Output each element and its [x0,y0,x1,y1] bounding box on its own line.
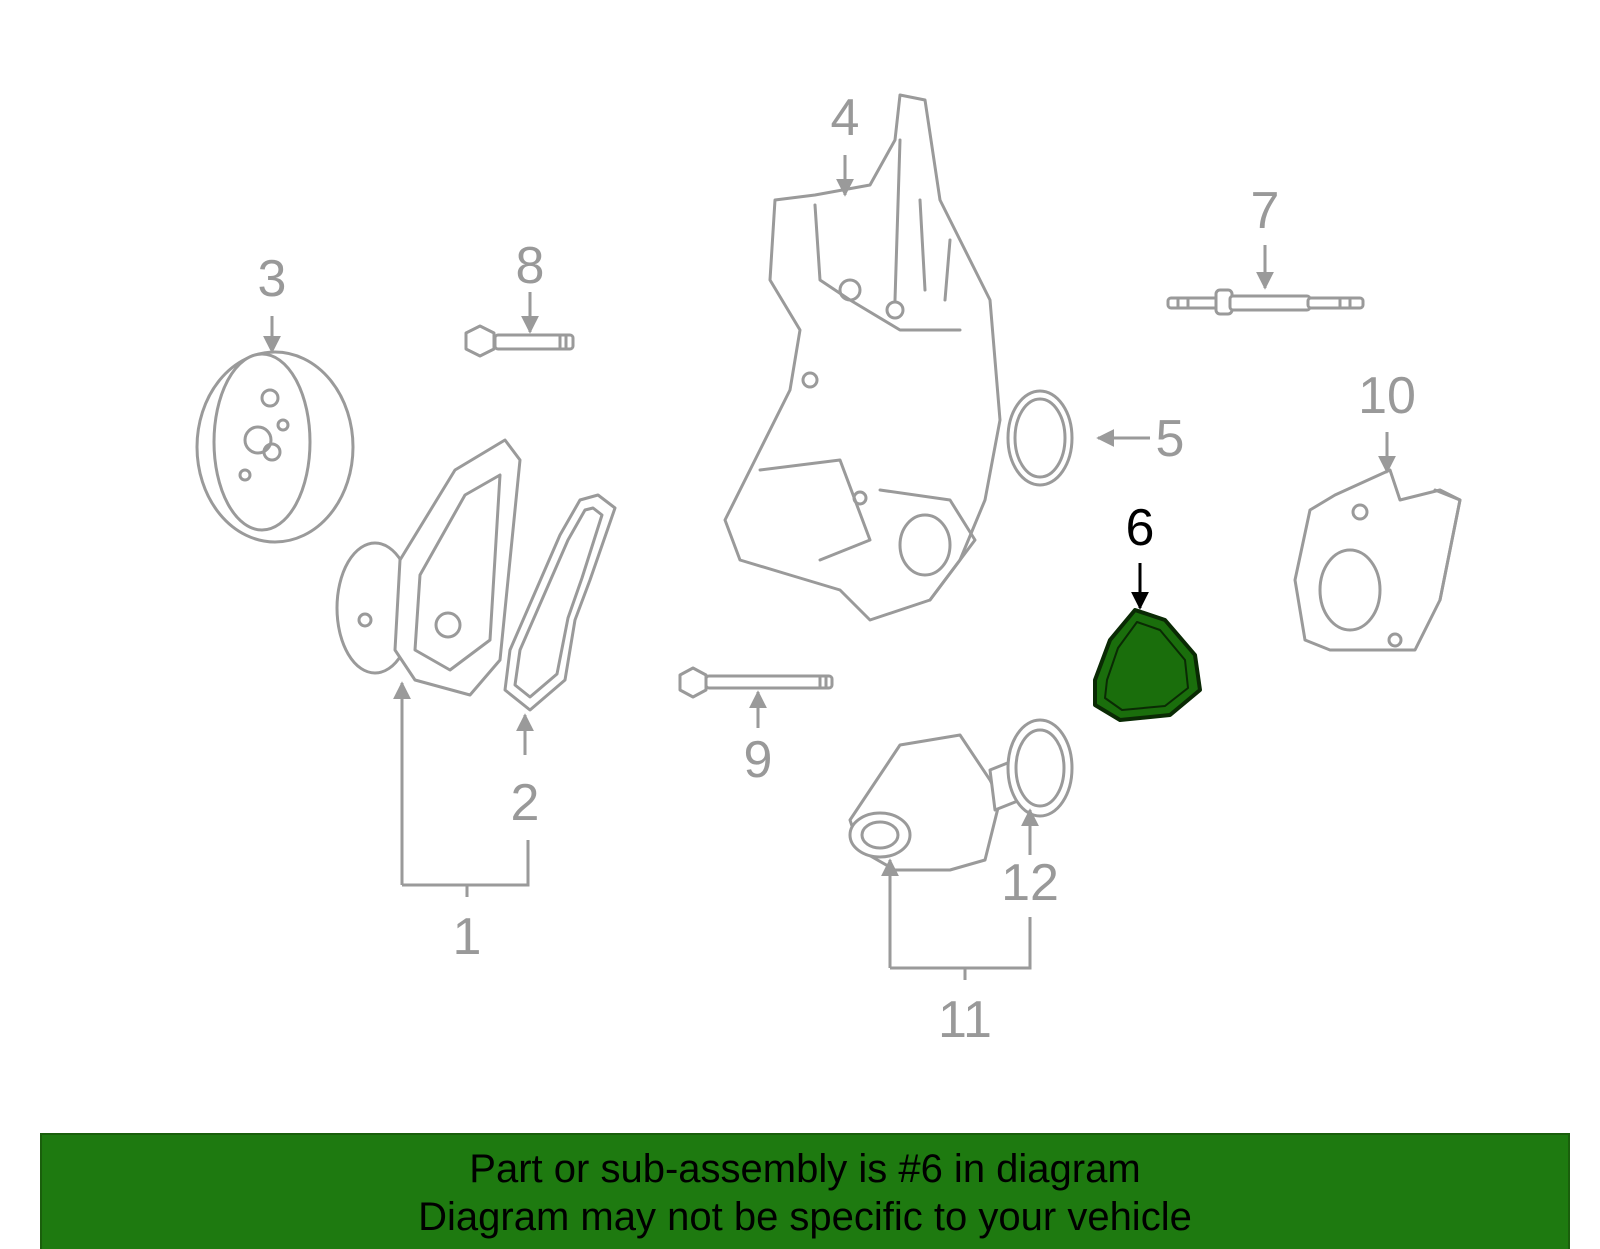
part-12-thermostat[interactable] [1006,718,1074,818]
callout-6-selected: 6 [1126,499,1155,557]
part-5-o-ring[interactable] [1006,389,1074,487]
callout-11: 11 [938,991,992,1049]
callout-4: 4 [831,89,860,147]
callout-labels: 1 2 3 4 5 6 7 8 9 10 11 12 [258,89,1416,1049]
callout-7: 7 [1251,182,1280,240]
callout-10: 10 [1358,367,1416,425]
callout-2: 2 [511,774,540,832]
info-banner: Part or sub-assembly is #6 in diagram Di… [40,1133,1570,1249]
banner-line-2: Diagram may not be specific to your vehi… [418,1195,1192,1239]
callout-3: 3 [258,250,287,308]
part-10-thermostat-housing[interactable] [1293,468,1462,652]
part-1-water-pump[interactable] [335,438,522,697]
callout-5: 5 [1156,410,1185,468]
part-6-cover-highlighted[interactable] [1093,608,1202,722]
part-9-bolt[interactable] [678,666,834,699]
part-7-stud[interactable] [1166,288,1365,316]
leader-lines [263,155,1396,980]
callout-9: 9 [744,731,773,789]
part-11-water-outlet[interactable] [848,733,1022,872]
callout-8: 8 [516,237,545,295]
part-3-pulley[interactable] [195,350,355,544]
part-2-gasket[interactable] [503,493,617,712]
callout-12: 12 [1001,854,1059,912]
part-8-bolt[interactable] [464,324,575,358]
callout-1: 1 [453,908,482,966]
banner-line-1: Part or sub-assembly is #6 in diagram [469,1147,1141,1191]
part-4-bracket[interactable] [723,93,1002,622]
